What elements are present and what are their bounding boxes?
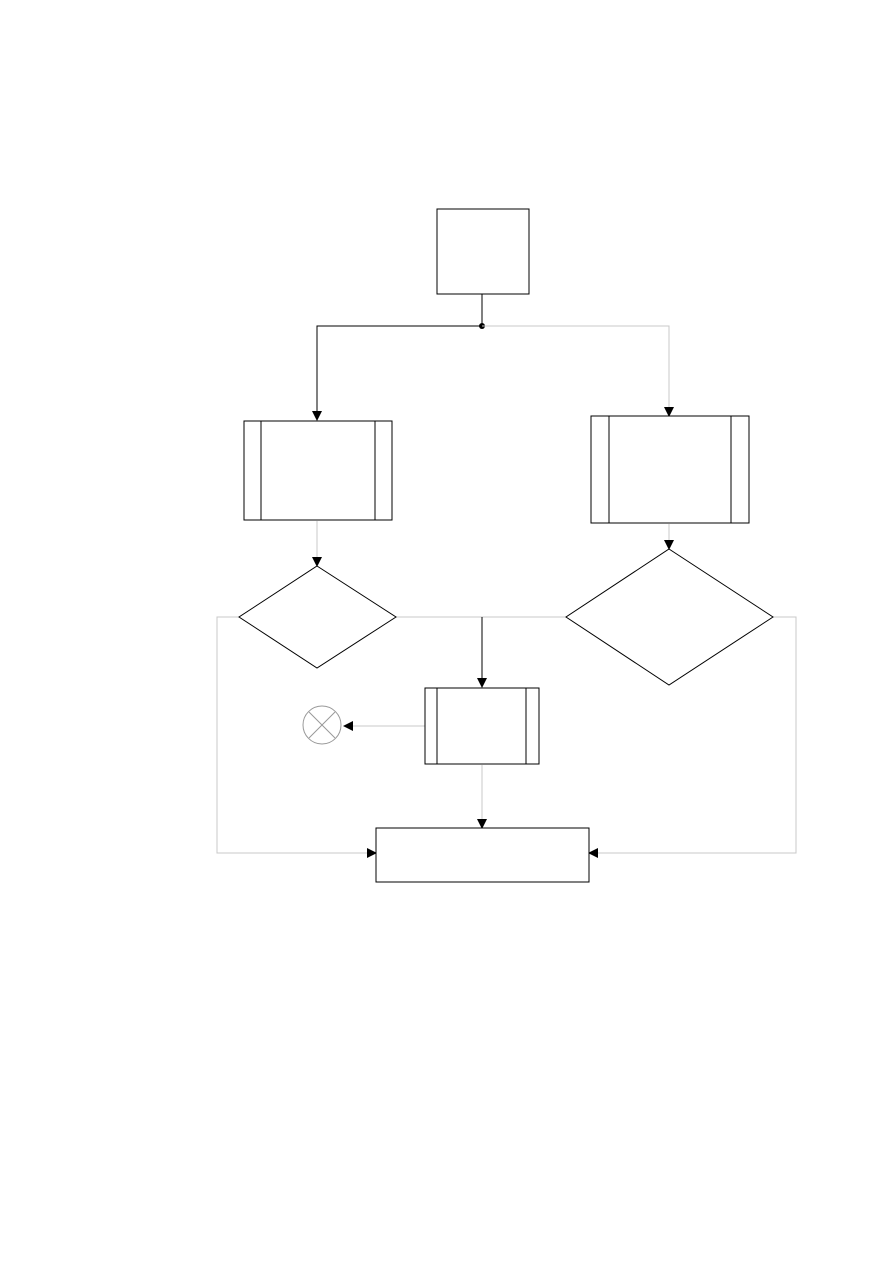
right-decision-node[interactable] [565, 548, 774, 686]
middle-subprocess-node[interactable] [424, 687, 540, 765]
start-process-node[interactable] [436, 208, 530, 295]
connector-to-left-subprocess [312, 325, 482, 421]
end-process-node[interactable] [375, 827, 590, 883]
right-subprocess-node[interactable] [590, 415, 750, 524]
left-decision-node[interactable] [238, 565, 397, 669]
connector-to-right-subprocess [482, 325, 674, 417]
connector-right-decision-to-end [588, 616, 797, 858]
connectors [216, 294, 797, 858]
connector-left-decision-to-end [216, 616, 377, 858]
left-subprocess-node[interactable] [243, 420, 393, 521]
terminator-x-icon[interactable] [302, 705, 342, 745]
